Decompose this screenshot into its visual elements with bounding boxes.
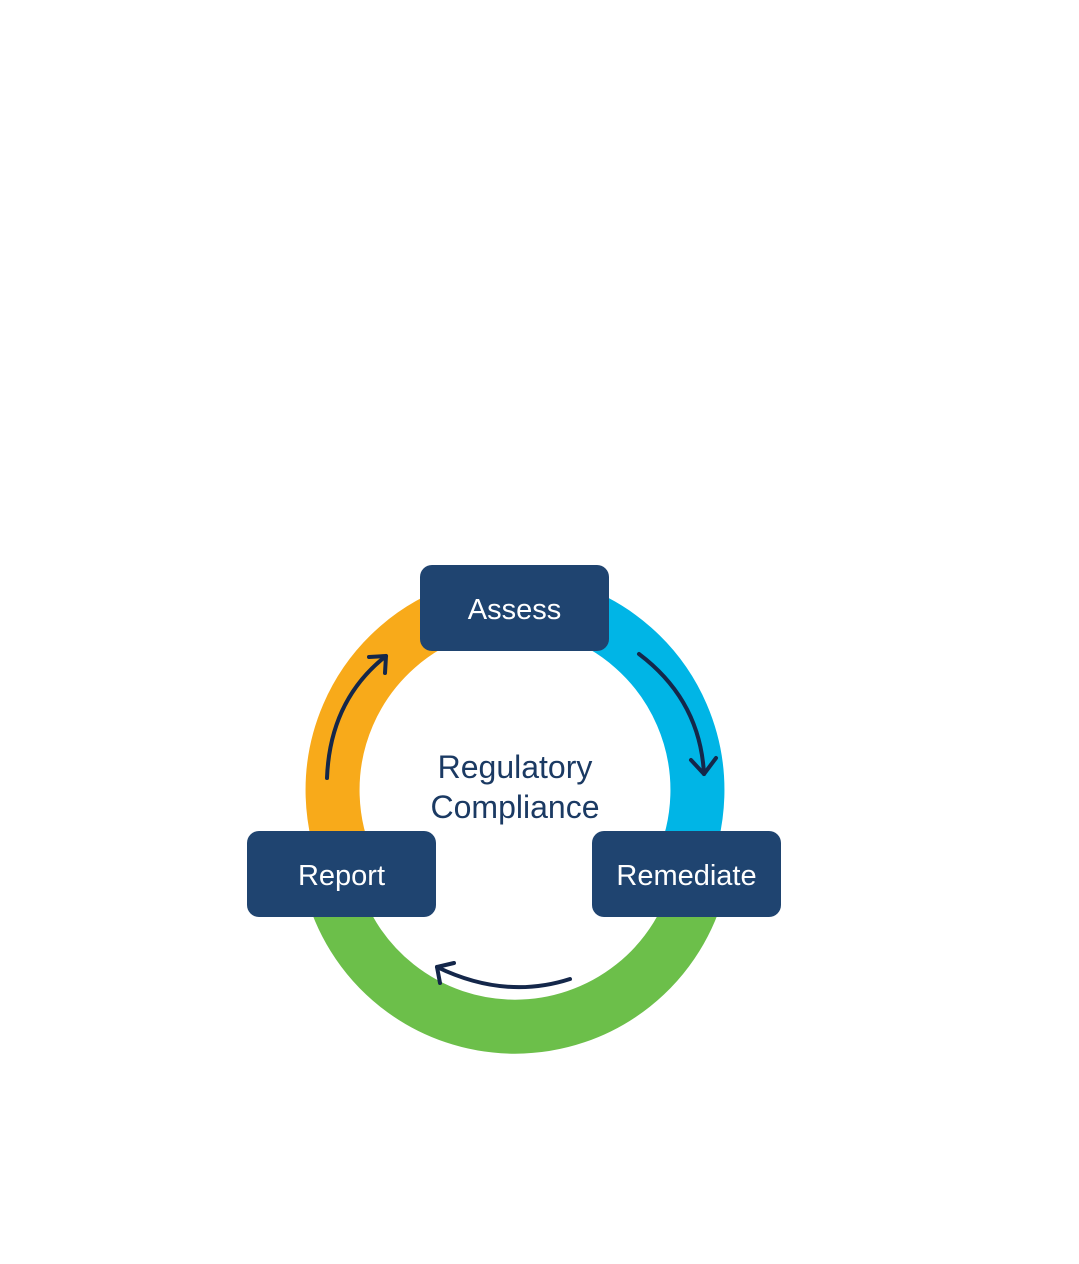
step-assess: Assess	[420, 565, 609, 651]
step-box	[420, 565, 609, 651]
step-box	[592, 831, 781, 917]
step-label: Report	[298, 860, 385, 892]
step-label: Remediate	[616, 860, 756, 892]
step-report: Report	[247, 831, 436, 917]
curved-arrow-icon	[325, 654, 388, 780]
center-title-line-2: Compliance	[431, 789, 600, 825]
step-label: Assess	[468, 594, 561, 626]
center-title: Regulatory Compliance	[431, 749, 600, 825]
center-title-line-1: Regulatory	[438, 749, 593, 785]
curved-arrow-icon	[637, 652, 718, 776]
curved-arrow-icon	[435, 961, 572, 990]
step-box	[247, 831, 436, 917]
step-remediate: Remediate	[592, 831, 781, 917]
ring-segment-remediate-to-report	[303, 873, 727, 1054]
flow-arrows	[325, 652, 718, 990]
